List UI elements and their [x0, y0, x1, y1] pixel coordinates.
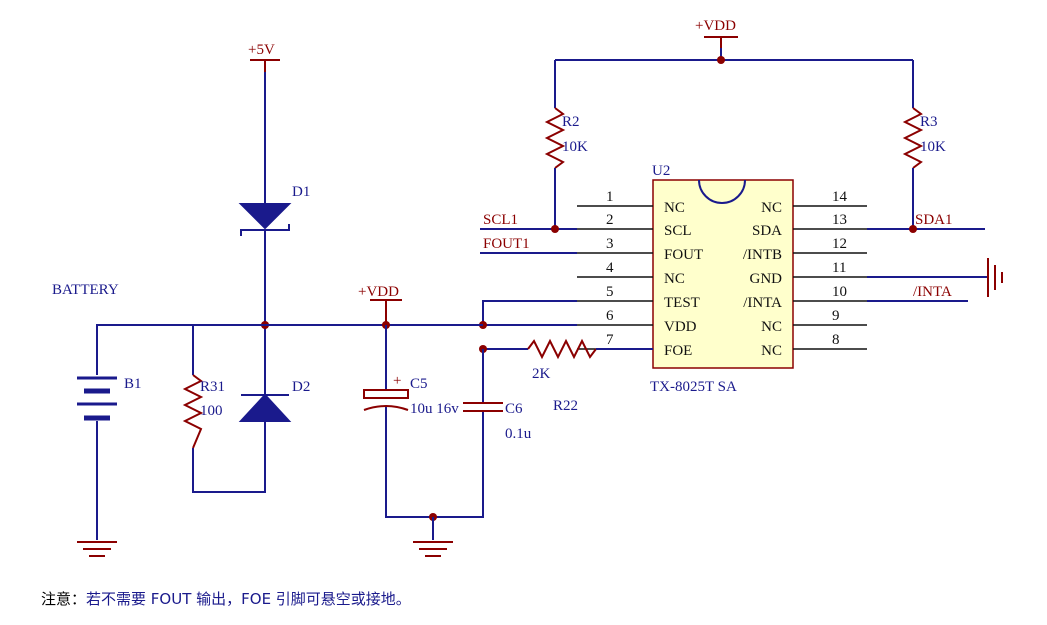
v5-symbol: +5V	[248, 42, 280, 72]
pin-number: 12	[832, 236, 847, 252]
ic-notch	[698, 179, 746, 204]
pin-name: VDD	[664, 319, 697, 335]
pin-name: SCL	[664, 223, 692, 239]
r31-resistor	[182, 374, 204, 449]
r22-value: 2K	[532, 366, 551, 382]
vdd-mid-symbol: +VDD	[358, 284, 402, 325]
junction-dot	[717, 56, 725, 64]
r3-resistor	[902, 107, 924, 169]
note: 注意：若不需要 FOUT 输出，FOE 引脚可悬空或接地。	[41, 588, 411, 609]
r22-ref: R22	[553, 398, 578, 414]
junction-dot	[909, 225, 917, 233]
ic-left-pins: 1 2 3 4 5 6 7 NC SCL FOUT NC TEST VDD FO…	[577, 189, 703, 359]
battery-icon	[77, 376, 117, 421]
pin-number: 4	[606, 260, 614, 276]
pin-name: /INTA	[743, 295, 782, 311]
fout-label: FOUT1	[483, 236, 530, 252]
r31-value: 100	[200, 403, 223, 419]
pin-name: /INTB	[743, 247, 782, 263]
c6-value: 0.1u	[505, 426, 532, 442]
c5-ref: C5	[410, 376, 428, 392]
note-prefix: 注意：	[41, 590, 87, 608]
pin-number: 7	[606, 332, 614, 348]
c5-value: 10u 16v	[410, 401, 459, 417]
pin-number: 14	[832, 189, 848, 205]
note-text: 若不需要 FOUT 输出，FOE 引脚可悬空或接地。	[86, 590, 411, 608]
pin-name: GND	[750, 271, 783, 287]
r3-value: 10K	[920, 139, 946, 155]
pin-name: FOE	[664, 343, 692, 359]
pin-number: 11	[832, 260, 846, 276]
c5-capacitor: +	[363, 373, 409, 411]
ground-icon	[987, 258, 1003, 297]
pin-number: 3	[606, 236, 614, 252]
battery-label: BATTERY	[52, 282, 119, 298]
pin-name: TEST	[664, 295, 700, 311]
sda-label: SDA1	[915, 212, 953, 228]
c6-capacitor	[463, 402, 503, 412]
d2-ref: D2	[292, 379, 310, 395]
junction-dot	[551, 225, 559, 233]
r2-value: 10K	[562, 139, 588, 155]
pin-name: NC	[664, 200, 685, 216]
ic-u2-body	[652, 179, 794, 369]
vdd-top-symbol: +VDD	[695, 18, 738, 48]
pin-name: SDA	[752, 223, 782, 239]
ground-icon	[413, 541, 453, 557]
pin-number: 9	[832, 308, 840, 324]
r3-ref: R3	[920, 114, 938, 130]
pin-number: 5	[606, 284, 614, 300]
test-net	[482, 300, 577, 325]
ground-icon	[77, 541, 117, 557]
r2-ref: R2	[562, 114, 580, 130]
pin-name: NC	[761, 200, 782, 216]
b1-ref: B1	[124, 376, 142, 392]
pin-name: NC	[761, 319, 782, 335]
d2-diode	[238, 393, 292, 422]
pin-number: 1	[606, 189, 614, 205]
pin-number: 2	[606, 212, 614, 228]
scl-label: SCL1	[483, 212, 518, 228]
vdd-label-mid: +VDD	[358, 284, 399, 300]
ic-right-pins: 14 13 12 11 10 9 8 NC SDA /INTB GND /INT…	[743, 189, 867, 359]
pin-name: NC	[761, 343, 782, 359]
pin-name: FOUT	[664, 247, 703, 263]
svg-text:+: +	[393, 373, 401, 389]
r2-resistor	[544, 107, 566, 169]
r31-ref: R31	[200, 379, 225, 395]
r22-resistor	[527, 338, 597, 360]
u2-part: TX-8025T SA	[650, 379, 737, 395]
vdd-label-top: +VDD	[695, 18, 736, 34]
inta-label: /INTA	[913, 284, 952, 300]
c6-ref: C6	[505, 401, 523, 417]
pin-number: 6	[606, 308, 614, 324]
v5-label: +5V	[248, 42, 275, 58]
u2-ref: U2	[652, 163, 670, 179]
d1-ref: D1	[292, 184, 310, 200]
pin-number: 13	[832, 212, 847, 228]
pin-name: NC	[664, 271, 685, 287]
pin-number: 8	[832, 332, 840, 348]
pin-number: 10	[832, 284, 847, 300]
